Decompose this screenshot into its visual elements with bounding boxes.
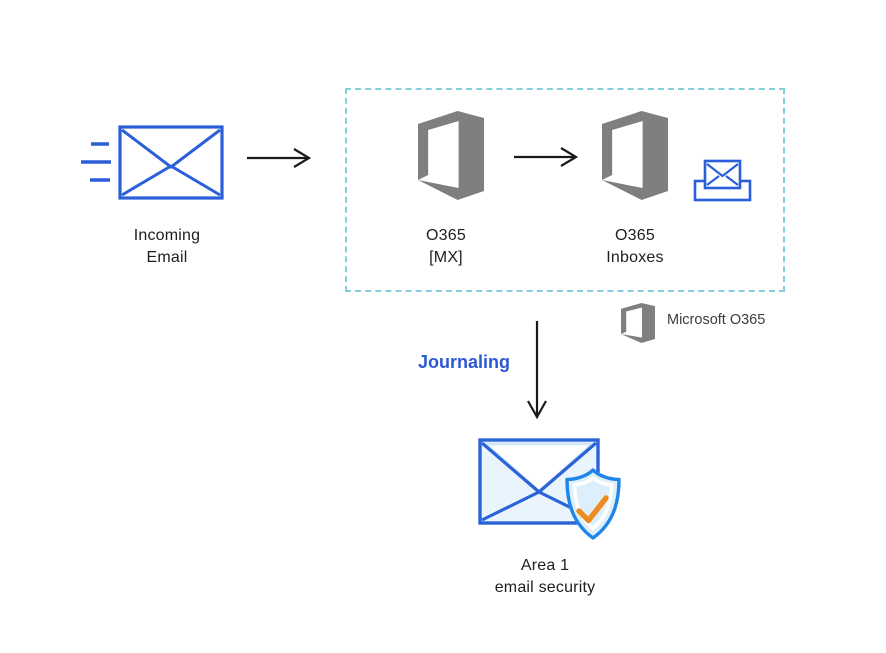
- office-logo-icon: [418, 111, 484, 200]
- inbox-tray-icon: [693, 159, 752, 202]
- node-label-o365-inboxes: O365 Inboxes: [555, 225, 715, 269]
- label-line: O365: [615, 227, 655, 244]
- envelope-shield-check-icon: [478, 438, 621, 540]
- node-label-o365-mx: O365 [MX]: [366, 225, 526, 269]
- incoming-envelope-icon: [81, 125, 224, 200]
- flow-arrow-right-1: [247, 148, 312, 168]
- o365-boundary-box: [345, 88, 785, 292]
- label-line: email security: [494, 579, 596, 596]
- label-line: O365: [426, 227, 466, 244]
- journaling-label: Journaling: [418, 352, 511, 372]
- node-label-incoming-email: Incoming Email: [87, 225, 247, 269]
- label-line: Email: [146, 249, 188, 266]
- flow-arrow-right-2: [514, 147, 579, 167]
- label-line: [MX]: [429, 249, 463, 266]
- office-logo-icon: [621, 303, 655, 343]
- node-label-area1: Area 1 email security: [465, 555, 625, 599]
- office-logo-icon: [602, 111, 668, 200]
- journaling-arrow-down: [527, 321, 547, 420]
- legend-label: Microsoft O365: [667, 312, 766, 328]
- label-line: Area 1: [520, 557, 570, 574]
- node-incoming-email: [80, 122, 225, 202]
- label-line: Inboxes: [606, 249, 664, 266]
- label-line: Incoming: [133, 227, 201, 244]
